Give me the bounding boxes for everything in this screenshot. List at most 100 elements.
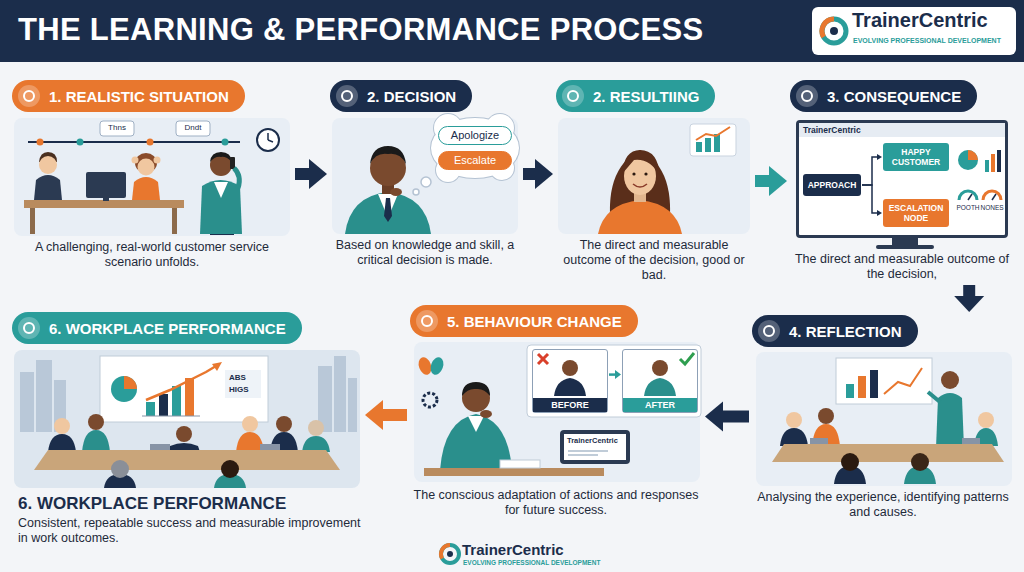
- scene-decision: [370, 146, 406, 164]
- step-title: 1. REALISTIC SITUATION: [49, 88, 229, 105]
- step-caption: Consistent, repeatable success and measu…: [12, 516, 362, 546]
- choice-pill: Apologize: [438, 126, 512, 145]
- footer-logo-text: TrainerCentric: [462, 541, 564, 558]
- scene-situation: [132, 177, 160, 200]
- scene-decision: [421, 177, 431, 187]
- scene-behaviour-change: [500, 460, 540, 468]
- scene-workplace-performance: [260, 444, 280, 450]
- scene-workplace-performance: [34, 450, 340, 470]
- scene-behaviour-change: [414, 342, 700, 482]
- scene-situation: [230, 157, 235, 169]
- tablet-text: TrainerCentric: [567, 436, 618, 446]
- scene-decision: [345, 192, 431, 234]
- scene-consequence: [992, 194, 996, 200]
- scene-workplace-performance: [142, 416, 200, 417]
- flow-arrow-line: [862, 185, 878, 213]
- scene-reflection: [962, 438, 980, 444]
- step-panel: 3. CONSEQUENCEThe direct and measurable …: [790, 80, 1014, 282]
- step-header-pill: 1. REALISTIC SITUATION: [12, 80, 245, 112]
- scene-behaviour-change: [428, 355, 445, 376]
- scene-behaviour-change: [560, 430, 630, 464]
- scene-situation: [154, 157, 161, 164]
- scene-reflection: [810, 438, 828, 444]
- scene-resulting: [696, 142, 702, 152]
- step-header-pill: 2. DECISION: [330, 80, 472, 112]
- scene-situation: [268, 140, 273, 142]
- scene-workplace-performance: [236, 432, 264, 452]
- flow-arrow: [954, 285, 984, 312]
- step-icon: [561, 84, 585, 108]
- scene-reflection: [978, 412, 994, 428]
- scene-resulting: [705, 138, 711, 152]
- scene-situation: [147, 139, 154, 146]
- scene-situation: [210, 152, 232, 162]
- choice-text: Escalate: [454, 154, 496, 167]
- scene-situation: [234, 168, 239, 188]
- step-header-pill: 3. CONSEQUENCE: [790, 80, 977, 112]
- scene-reflection: [928, 392, 940, 402]
- step-icon: [17, 84, 41, 108]
- step-icon: [422, 316, 432, 326]
- scene-decision: [413, 189, 419, 195]
- flow-arrow-head: [365, 400, 383, 430]
- scene-resulting: [598, 200, 682, 234]
- step-panel: 2. DECISIONBased on knowledge and skill,…: [330, 80, 520, 268]
- scene-reflection: [756, 352, 1012, 486]
- step-header-pill: 5. BEHAVIOUR CHANGE: [410, 305, 638, 337]
- scene-situation: [214, 182, 228, 198]
- scene-consequence: [958, 150, 978, 170]
- scene-decision: [431, 114, 519, 182]
- scene-reflection: [756, 352, 1012, 486]
- footer-logo-icon: [441, 545, 459, 563]
- flow-arrow-head: [309, 159, 327, 189]
- flow-arrow-line: [755, 175, 770, 187]
- scene-resulting: [633, 184, 647, 187]
- footer-logo-icon: [441, 545, 459, 563]
- step-panel: 6. WORKPLACE PERFORMANCE6. WORKPLACE PER…: [12, 312, 362, 546]
- scene-situation: [14, 118, 290, 236]
- scene-reflection: [818, 408, 834, 424]
- step-icon: [796, 85, 818, 107]
- scene-decision: [431, 118, 519, 178]
- scene-behaviour-change: [564, 434, 626, 460]
- step-header-pill: 6. WORKPLACE PERFORMANCE: [12, 312, 302, 344]
- scene-situation: [172, 208, 177, 234]
- scene-consequence: [968, 150, 978, 160]
- scene-consequence: [968, 194, 972, 200]
- step-title: 4. REFLECTION: [789, 323, 902, 340]
- scene-workplace-performance: [88, 414, 104, 430]
- scene-situation: [138, 159, 155, 176]
- scene-situation: [34, 175, 62, 200]
- scene-decision: [390, 188, 402, 196]
- chart-label: HIGS: [229, 385, 249, 395]
- step-header-pill: 2. RESULTIING: [556, 80, 715, 112]
- scene-resulting: [632, 172, 635, 175]
- scene-decision: [332, 114, 519, 234]
- scene-workplace-performance: [100, 356, 268, 422]
- comparison-frame: AFTER: [622, 349, 698, 413]
- scene-workplace-performance: [334, 356, 346, 432]
- step-panel: 5. BEHAVIOUR CHANGEThe conscious adaptat…: [410, 305, 702, 518]
- scene-situation: [176, 121, 210, 136]
- flow-arrow-head: [615, 370, 621, 379]
- choice-text: Apologize: [451, 129, 499, 142]
- flow-box: APPROACH: [803, 174, 861, 196]
- logo-text: TrainerCentric: [852, 8, 988, 33]
- flow-arrow-head: [877, 210, 882, 216]
- scene-consequence: [985, 160, 989, 172]
- flow-text: ESCALATION NODE: [886, 203, 946, 223]
- footer-tagline: EVOLVING PROFESSIONAL DEVELOPMENT: [463, 559, 600, 567]
- scene-workplace-performance: [159, 394, 168, 416]
- scene-behaviour-change: [538, 354, 548, 364]
- timeline-note: Dndt: [176, 123, 210, 133]
- flow-arrow: [862, 154, 882, 185]
- scene-behaviour-change: [414, 342, 701, 482]
- scene-reflection: [772, 444, 1004, 462]
- step-icon: [802, 91, 812, 101]
- flow-arrow-line: [862, 157, 878, 185]
- scene-behaviour-change: [527, 345, 701, 417]
- scene-consequence: [997, 150, 1001, 172]
